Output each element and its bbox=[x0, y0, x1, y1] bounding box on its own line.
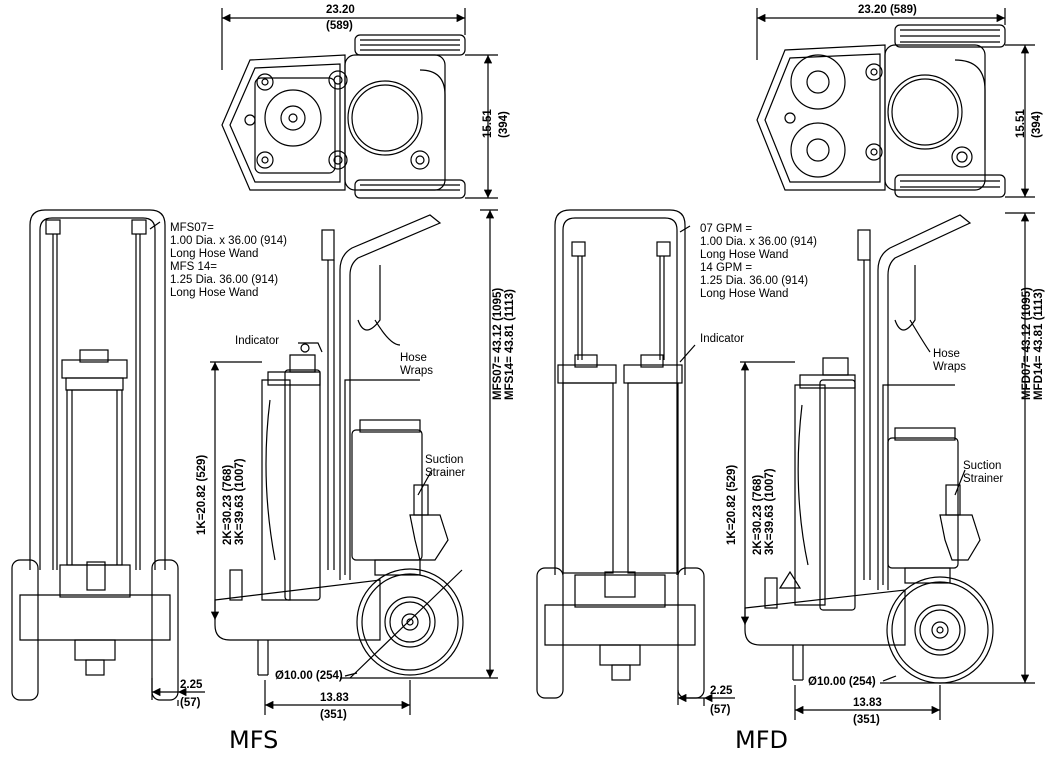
mfs-top-view bbox=[221, 34, 466, 199]
mfs-top-width-dim: 23.20 bbox=[326, 4, 355, 16]
mfs-suction-strainer-2: Strainer bbox=[425, 467, 466, 479]
mfs-hose-wraps-1: Hose bbox=[400, 352, 427, 364]
mfs-title: MFS bbox=[229, 726, 279, 754]
mfs-offset-mm: (57) bbox=[180, 697, 201, 709]
mfs-indicator-label: Indicator bbox=[235, 335, 280, 347]
mfs-height-1k: 1K=20.82 (529) bbox=[196, 454, 208, 535]
mfd-hose-wraps-1: Hose bbox=[933, 348, 960, 360]
mfs-wheel-dia: Ø10.00 (254) bbox=[275, 670, 343, 682]
mfd-suction-strainer-2: Strainer bbox=[963, 473, 1004, 485]
mfs-wand-note-1: MFS07= bbox=[170, 222, 214, 234]
mfd-top-depth-dim: 15.51 bbox=[1015, 109, 1027, 138]
mfs-wand-note-6: Long Hose Wand bbox=[170, 287, 259, 299]
mfs-hose-wraps-2: Wraps bbox=[400, 365, 434, 377]
mfs-wand-note-2: 1.00 Dia. x 36.00 (914) bbox=[170, 235, 287, 247]
mfd-top-width-dim: 23.20 (589) bbox=[858, 4, 917, 16]
mfs-wand-note-5: 1.25 Dia. 36.00 (914) bbox=[170, 274, 279, 286]
mfd-top-depth-mm: (394) bbox=[1031, 111, 1043, 138]
mfs-top-depth-dim: 15.51 bbox=[482, 109, 494, 138]
mfd-front-view bbox=[536, 209, 705, 699]
mfs-top-width-mm: (589) bbox=[326, 20, 353, 32]
mfd-axle-mm: (351) bbox=[853, 714, 880, 726]
mfd-height-14: MFD14= 43.81 (1113) bbox=[1033, 288, 1045, 400]
mfd-height-3k: 3K=39.63 (1007) bbox=[764, 468, 776, 555]
mfs-suction-strainer-1: Suction bbox=[425, 454, 464, 466]
mfd-wand-note-3: Long Hose Wand bbox=[700, 249, 789, 261]
mfd-wheel-dia: Ø10.00 (254) bbox=[808, 676, 876, 688]
mfd-hose-wraps-2: Wraps bbox=[933, 361, 967, 373]
mfs-top-depth-mm: (394) bbox=[498, 111, 510, 138]
mfd-suction-strainer-1: Suction bbox=[963, 460, 1002, 472]
mfd-axle-dim: 13.83 bbox=[853, 697, 882, 709]
mfs-wand-note-4: MFS 14= bbox=[170, 261, 217, 273]
mfs-side-view bbox=[214, 214, 464, 679]
mfd-wand-note-5: 1.25 Dia. 36.00 (914) bbox=[700, 275, 809, 287]
mfd-height-1k: 1K=20.82 (529) bbox=[726, 464, 738, 545]
mfd-side-view bbox=[744, 214, 994, 684]
mfs-front-view bbox=[11, 209, 179, 701]
mfd-offset-dim: 2.25 bbox=[710, 685, 733, 697]
mfd-top-view bbox=[756, 24, 1006, 198]
mfs-offset-dim: 2.25 bbox=[180, 679, 203, 691]
mfs-wand-note-3: Long Hose Wand bbox=[170, 248, 259, 260]
mfs-height-14: MFS14= 43.81 (1113) bbox=[504, 289, 516, 400]
mfd-title: MFD bbox=[735, 726, 788, 754]
mfd-wand-note-2: 1.00 Dia. x 36.00 (914) bbox=[700, 236, 817, 248]
mfs-axle-mm: (351) bbox=[320, 709, 347, 721]
mfd-offset-mm: (57) bbox=[710, 704, 731, 716]
mfd-indicator-label: Indicator bbox=[700, 333, 745, 345]
mfd-wand-note-6: Long Hose Wand bbox=[700, 288, 789, 300]
mfd-wand-note-1: 07 GPM = bbox=[700, 223, 753, 235]
mfs-height-3k: 3K=39.63 (1007) bbox=[234, 458, 246, 545]
mfd-wand-note-4: 14 GPM = bbox=[700, 262, 753, 274]
mfs-axle-dim: 13.83 bbox=[320, 692, 349, 704]
